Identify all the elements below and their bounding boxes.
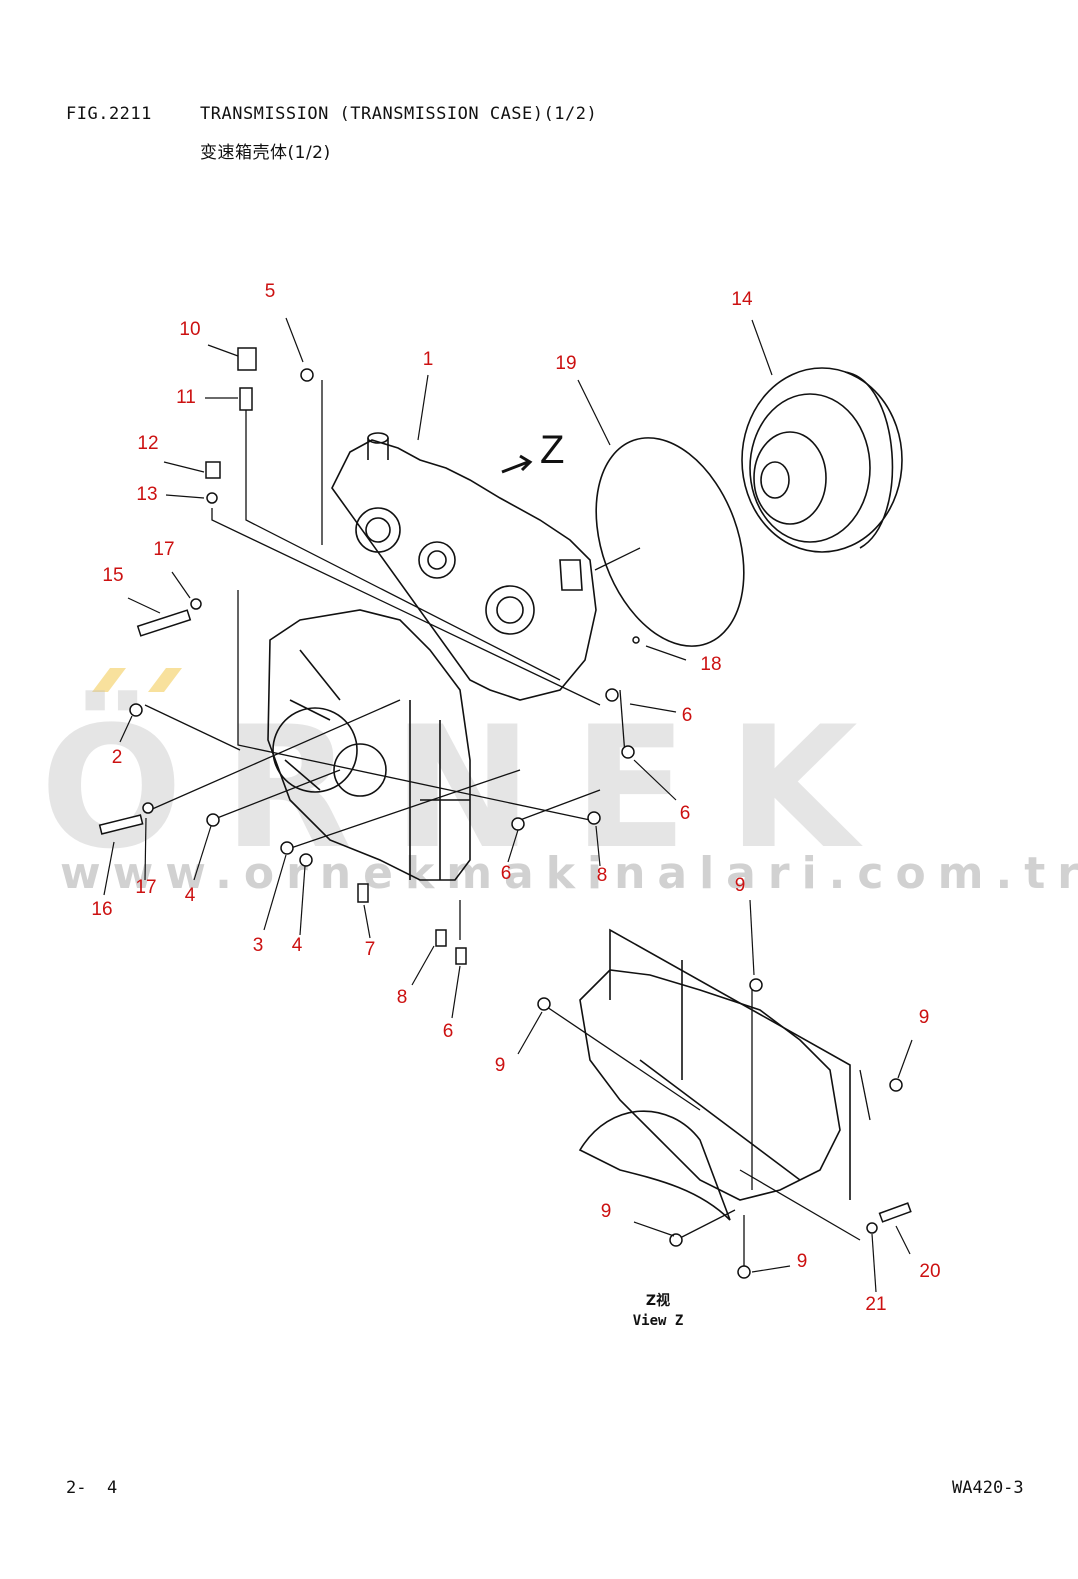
callout-15: 15 [102, 565, 124, 586]
callout-2: 2 [111, 747, 123, 768]
figure-subtitle-cn: 变速箱壳体(1/2) [200, 143, 331, 163]
callout-5: 5 [264, 281, 276, 302]
callout-17b: 17 [135, 877, 157, 898]
watermark-umlaut-dots [92, 668, 182, 692]
callout-17a: 17 [153, 539, 175, 560]
view-z-marker: Z [540, 428, 565, 472]
callout-21: 21 [865, 1294, 887, 1315]
callout-3: 3 [252, 935, 264, 956]
figure-title: TRANSMISSION (TRANSMISSION CASE)(1/2) [200, 104, 598, 124]
callout-10: 10 [179, 319, 201, 340]
callout-6b: 6 [679, 803, 691, 824]
page-number: 2- 4 [66, 1478, 118, 1498]
callout-8b: 8 [396, 987, 408, 1008]
view-z-label-cn: Z视 [645, 1293, 671, 1309]
callout-16: 16 [91, 899, 113, 920]
callout-8a: 8 [596, 865, 608, 886]
callout-4b: 4 [291, 935, 303, 956]
view-z-label-en: View Z [632, 1313, 684, 1329]
callout-9e: 9 [796, 1251, 808, 1272]
callout-4a: 4 [184, 885, 196, 906]
clutch-pack [741, 367, 903, 553]
callout-12: 12 [137, 433, 159, 454]
figure-number: FIG.2211 [66, 104, 152, 124]
callout-6d: 6 [442, 1021, 454, 1042]
watermark-url: www.ornekmakinalari.com.tr [60, 848, 1078, 899]
callout-13: 13 [136, 484, 158, 505]
callout-18: 18 [700, 654, 722, 675]
callout-14: 14 [731, 289, 753, 310]
o-ring [595, 437, 745, 647]
callout-9c: 9 [494, 1055, 506, 1076]
view-z-assembly [578, 928, 851, 1221]
callout-6a: 6 [681, 705, 693, 726]
callout-9a: 9 [734, 875, 746, 896]
callout-1: 1 [422, 349, 434, 370]
model-code: WA420-3 [952, 1478, 1024, 1498]
watermark-brand: ÖRNEK [40, 690, 898, 886]
callout-9d: 9 [600, 1201, 612, 1222]
callout-7: 7 [364, 939, 376, 960]
callout-11: 11 [176, 387, 196, 408]
transmission-case [267, 432, 597, 881]
callout-9b: 9 [918, 1007, 930, 1028]
callout-20: 20 [919, 1261, 941, 1282]
callout-6c: 6 [500, 863, 512, 884]
callout-19: 19 [555, 353, 577, 374]
